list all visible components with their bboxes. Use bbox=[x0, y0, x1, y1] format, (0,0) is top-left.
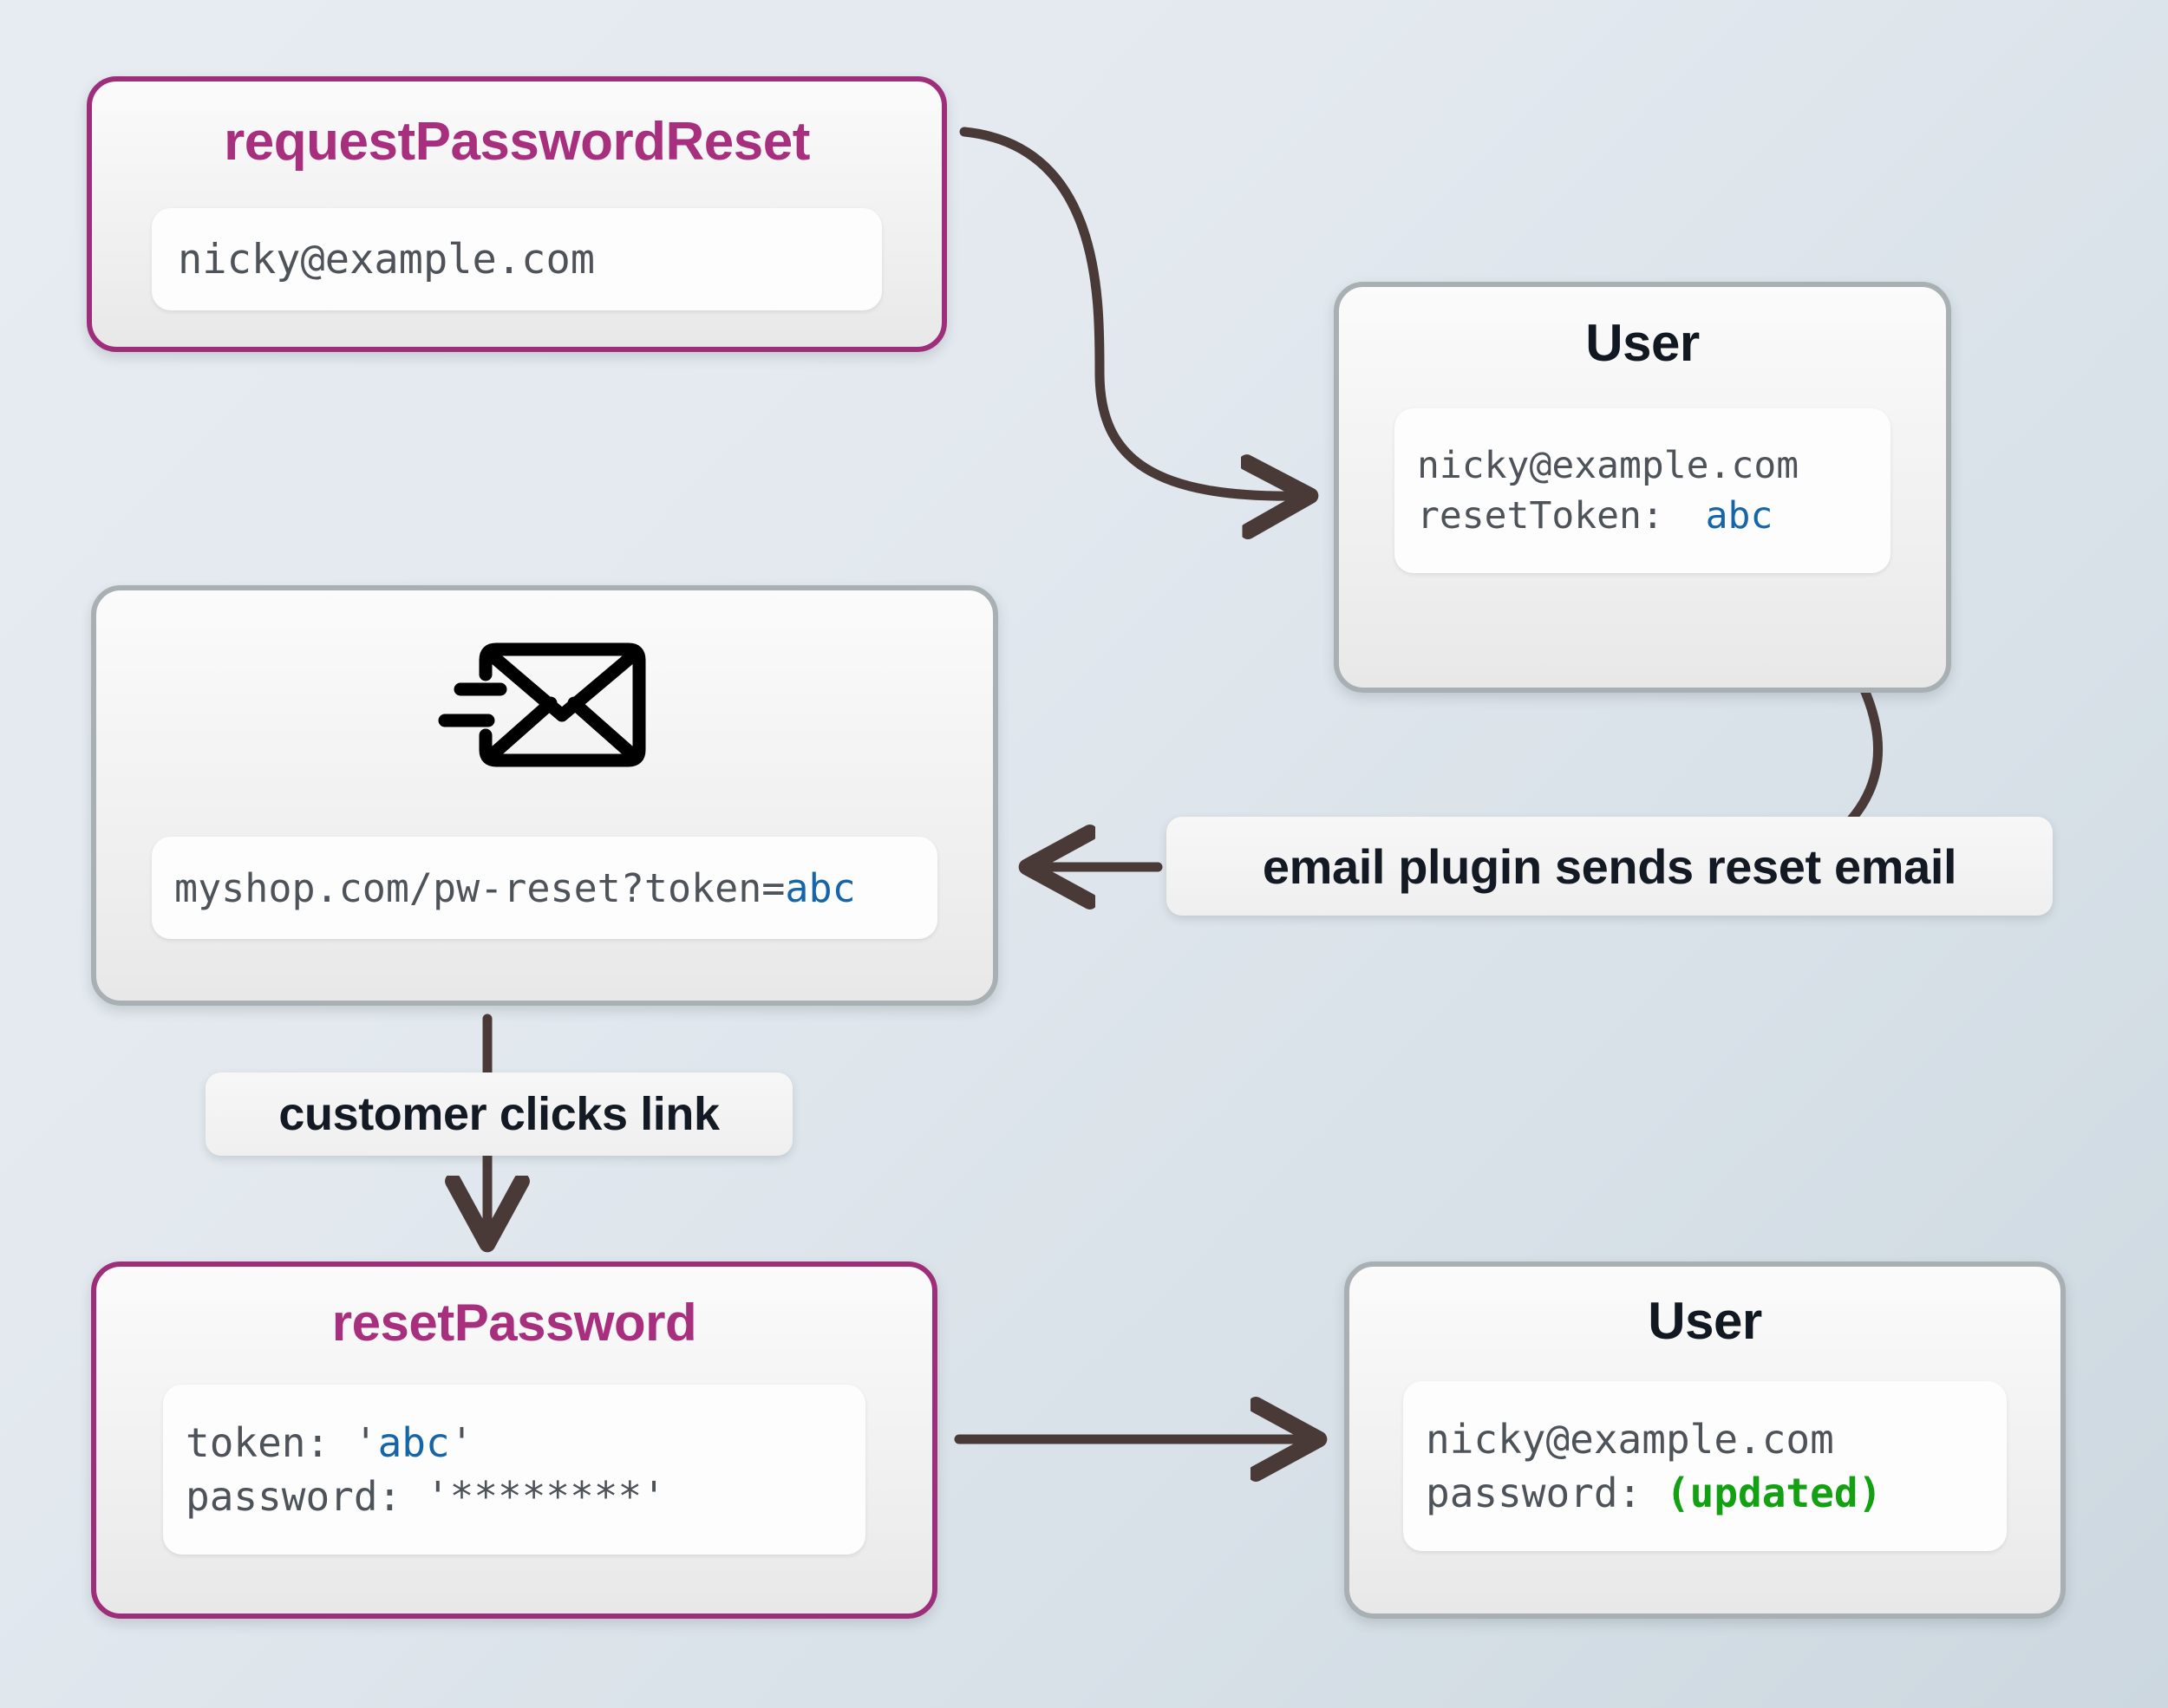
field-request-email: nicky@example.com bbox=[152, 208, 882, 311]
field-line-password: password: '********' bbox=[186, 1473, 666, 1520]
field-user-updated: nicky@example.com password: (updated) bbox=[1403, 1381, 2007, 1551]
token-quote-open: ' bbox=[353, 1419, 378, 1466]
field-line-user-updated-password: password: (updated) bbox=[1426, 1470, 1984, 1516]
node-user-updated[interactable]: User nicky@example.com password: (update… bbox=[1344, 1261, 2066, 1619]
field-reset-link: myshop.com/pw-reset?token=abc bbox=[152, 837, 937, 939]
field-line-user-email: nicky@example.com bbox=[1417, 444, 1799, 487]
field-line-email: nicky@example.com bbox=[178, 235, 596, 284]
field-line-reset-url: myshop.com/pw-reset?token=abc bbox=[174, 865, 915, 911]
token-quote-close: ' bbox=[449, 1419, 474, 1466]
edge-label-customer-clicks-link: customer clicks link bbox=[206, 1072, 793, 1156]
node-user-with-token[interactable]: User nicky@example.com resetToken: abc bbox=[1334, 282, 1951, 693]
reset-url-token: abc bbox=[785, 864, 856, 911]
node-title-reset-password: resetPassword bbox=[331, 1294, 697, 1352]
field-line-token: token: 'abc' bbox=[186, 1419, 843, 1466]
user-password-status: (updated) bbox=[1665, 1470, 1883, 1516]
field-user-token: nicky@example.com resetToken: abc bbox=[1394, 408, 1890, 573]
field-line-user-updated-email: nicky@example.com bbox=[1426, 1416, 1834, 1463]
user-password-label: password: bbox=[1426, 1470, 1666, 1516]
token-label: token: bbox=[186, 1419, 354, 1466]
token-value: abc bbox=[377, 1419, 450, 1466]
reset-url-prefix: myshop.com/pw-reset?token= bbox=[174, 864, 786, 911]
node-title-user-token: User bbox=[1585, 314, 1700, 372]
node-request-password-reset[interactable]: requestPasswordReset nicky@example.com bbox=[87, 76, 947, 352]
node-title-user-updated: User bbox=[1648, 1292, 1762, 1350]
field-line-reset-token: resetToken: abc bbox=[1417, 494, 1868, 538]
edge-request-to-user bbox=[959, 127, 1301, 496]
send-email-icon bbox=[436, 636, 653, 774]
field-reset-password-args: token: 'abc' password: '********' bbox=[163, 1385, 865, 1555]
edge-label-email-plugin: email plugin sends reset email bbox=[1166, 817, 2053, 916]
node-reset-email[interactable]: myshop.com/pw-reset?token=abc bbox=[91, 585, 998, 1006]
node-reset-password[interactable]: resetPassword token: 'abc' password: '**… bbox=[91, 1261, 937, 1619]
reset-token-value: abc bbox=[1705, 494, 1773, 538]
node-title-request-password-reset: requestPasswordReset bbox=[224, 112, 810, 172]
reset-token-label: resetToken: bbox=[1417, 494, 1687, 538]
